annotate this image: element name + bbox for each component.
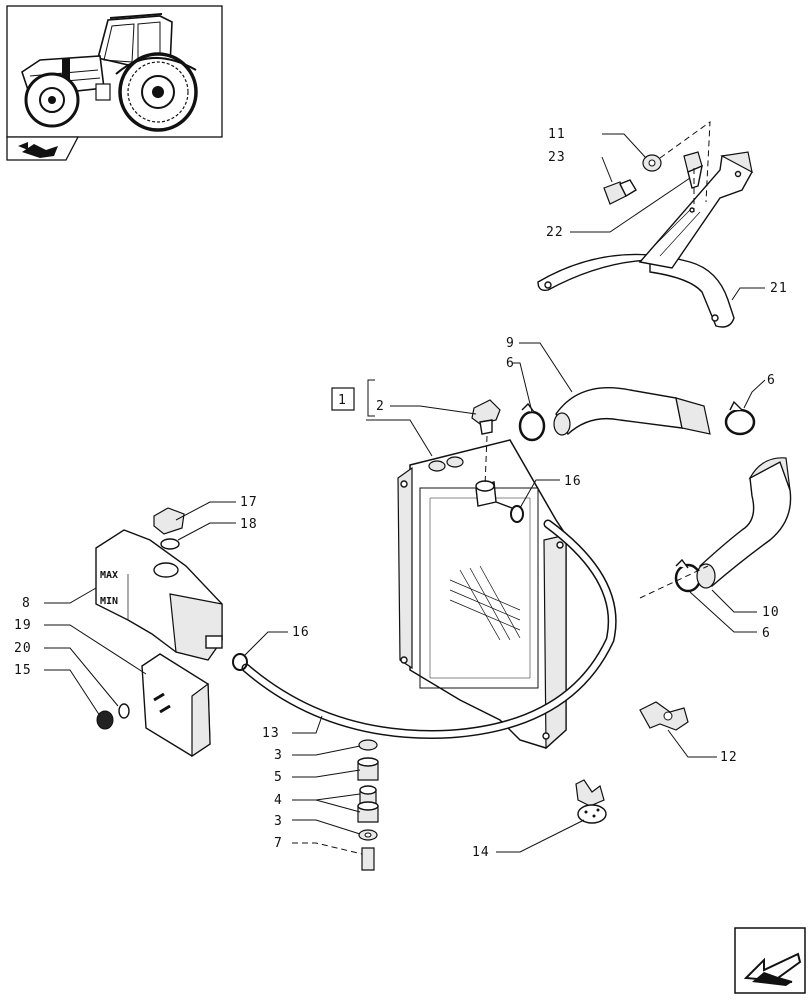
callout-12: 12 — [720, 750, 738, 765]
bolt-part-23 — [603, 179, 637, 205]
mounting-bracket-part-21 — [537, 151, 753, 328]
washer-part-20 — [118, 703, 130, 719]
nut-part-15 — [96, 710, 114, 730]
prev-page-tab[interactable] — [6, 136, 80, 161]
callout-20: 20 — [14, 641, 32, 656]
callout-22: 22 — [546, 225, 564, 240]
callout-14: 14 — [472, 845, 490, 860]
washer-part-3-a — [358, 739, 378, 751]
mount-stack — [357, 739, 379, 871]
callout-10: 10 — [762, 605, 780, 620]
callout-23: 23 — [548, 150, 566, 165]
min-label: MIN — [100, 596, 118, 607]
hose-clamp-part-16-a — [510, 505, 524, 523]
drain-plug-part-14 — [575, 779, 607, 824]
next-page-button[interactable] — [734, 927, 806, 994]
callout-18: 18 — [240, 517, 258, 532]
callout-7: 7 — [274, 836, 283, 851]
tank-bracket-part-19 — [141, 653, 211, 758]
upper-hose-part-9 — [553, 387, 711, 436]
next-page-arrow-icon — [743, 952, 802, 986]
callout-8: 8 — [22, 596, 31, 611]
callout-17: 17 — [240, 495, 258, 510]
clip-part-12 — [639, 701, 689, 731]
hose-clamp-part-6-a — [518, 402, 546, 442]
callout-4: 4 — [274, 793, 283, 808]
callout-16-a: 16 — [564, 474, 582, 489]
overflow-hose-part-13 — [241, 519, 617, 739]
tank-level-labels: MAX MIN — [100, 570, 118, 607]
bolt-part-22 — [683, 151, 703, 213]
callout-6-c: 6 — [762, 626, 771, 641]
tank-cap-part-17 — [153, 507, 185, 535]
reference-bracket — [367, 379, 375, 417]
callout-5: 5 — [274, 770, 283, 785]
bolt-part-7 — [361, 847, 375, 871]
tractor-thumbnail[interactable] — [6, 5, 223, 138]
callout-3-a: 3 — [274, 748, 283, 763]
reference-box: 1 — [331, 387, 355, 411]
callout-11: 11 — [548, 127, 566, 142]
max-label: MAX — [100, 570, 118, 581]
washer-part-11 — [642, 154, 662, 172]
callout-9: 9 — [506, 336, 515, 351]
washer-part-18 — [160, 538, 180, 550]
tractor-thumbnail-icon — [21, 13, 198, 132]
callout-2: 2 — [376, 399, 385, 414]
radiator-cap-part-2 — [471, 399, 501, 435]
radiator-core-hatch — [449, 565, 521, 641]
book-arrow-icon — [18, 142, 58, 158]
hose-clamp-part-6-b — [724, 400, 756, 436]
lower-hose-part-10 — [696, 457, 792, 589]
callout-13: 13 — [262, 726, 280, 741]
callout-15: 15 — [14, 663, 32, 678]
callout-6-b: 6 — [767, 373, 776, 388]
callout-21: 21 — [770, 281, 788, 296]
leader-lines — [44, 133, 766, 855]
callout-3-b: 3 — [274, 814, 283, 829]
radiator-part-1 — [397, 439, 567, 750]
expansion-tank-part-8: MAX MIN — [95, 529, 223, 661]
callout-labels: 11 23 22 21 9 6 6 2 16 17 18 8 19 20 15 … — [14, 127, 788, 860]
callout-16-b: 16 — [292, 625, 310, 640]
callout-6-a: 6 — [506, 356, 515, 371]
hose-clamp-part-16-b — [232, 653, 248, 671]
callout-19: 19 — [14, 618, 32, 633]
reference-box-text: 1 — [338, 393, 347, 408]
